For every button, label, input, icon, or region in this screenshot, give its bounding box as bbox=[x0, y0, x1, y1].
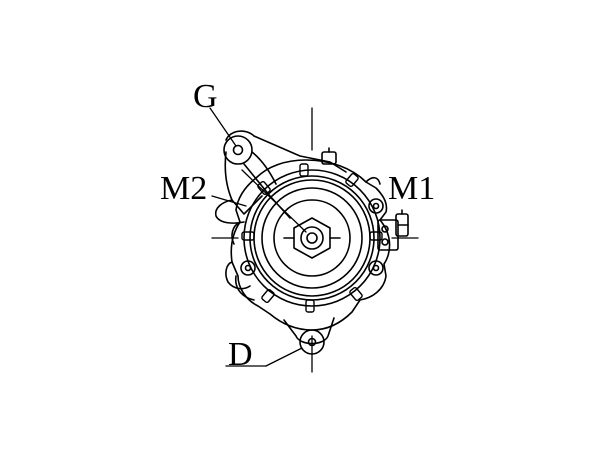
top-connector bbox=[322, 148, 336, 164]
shaft-nut bbox=[284, 218, 340, 258]
pulley-rings bbox=[244, 170, 380, 306]
center-lines bbox=[212, 108, 418, 372]
terminal-block bbox=[378, 210, 408, 250]
housing-outline bbox=[226, 160, 390, 330]
label-g: G bbox=[193, 78, 218, 115]
mounting-ear-d bbox=[284, 318, 334, 354]
label-d: D bbox=[228, 336, 253, 373]
label-m2: M2 bbox=[160, 170, 208, 207]
label-m1: M1 bbox=[388, 170, 436, 207]
vent-slots bbox=[242, 164, 382, 312]
